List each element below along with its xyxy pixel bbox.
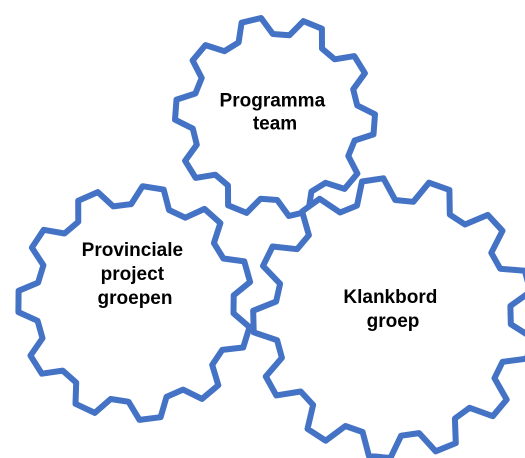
gear-klankbord-groep: Klankbord groep	[250, 175, 525, 458]
gear-provinciale-project-groepen-label-line-1: Provinciale	[82, 240, 183, 261]
gear-provinciale-project-groepen: Provinciale project groepen	[15, 183, 254, 423]
gear-provinciale-project-groepen-outline	[15, 183, 254, 423]
gear-programma-team-label: Programma team	[220, 91, 331, 135]
gear-provinciale-project-groepen-label-line-3: groepen	[98, 288, 173, 309]
gear-provinciale-project-groepen-label-line-2: project	[101, 264, 165, 285]
gear-programma-team: Programma team	[172, 15, 378, 219]
gear-klankbord-groep-label: Klankbord groep	[343, 287, 442, 332]
gear-programma-team-outline	[172, 15, 378, 219]
gear-programma-team-label-line-1: Programma	[220, 91, 326, 112]
gear-programma-team-label-line-2: team	[253, 114, 297, 135]
gear-klankbord-groep-label-line-2: groep	[367, 311, 420, 332]
gear-klankbord-groep-label-line-1: Klankbord	[343, 287, 437, 308]
gear-provinciale-project-groepen-label: Provinciale project groepen	[82, 240, 189, 309]
gear-klankbord-groep-outline	[250, 175, 525, 458]
